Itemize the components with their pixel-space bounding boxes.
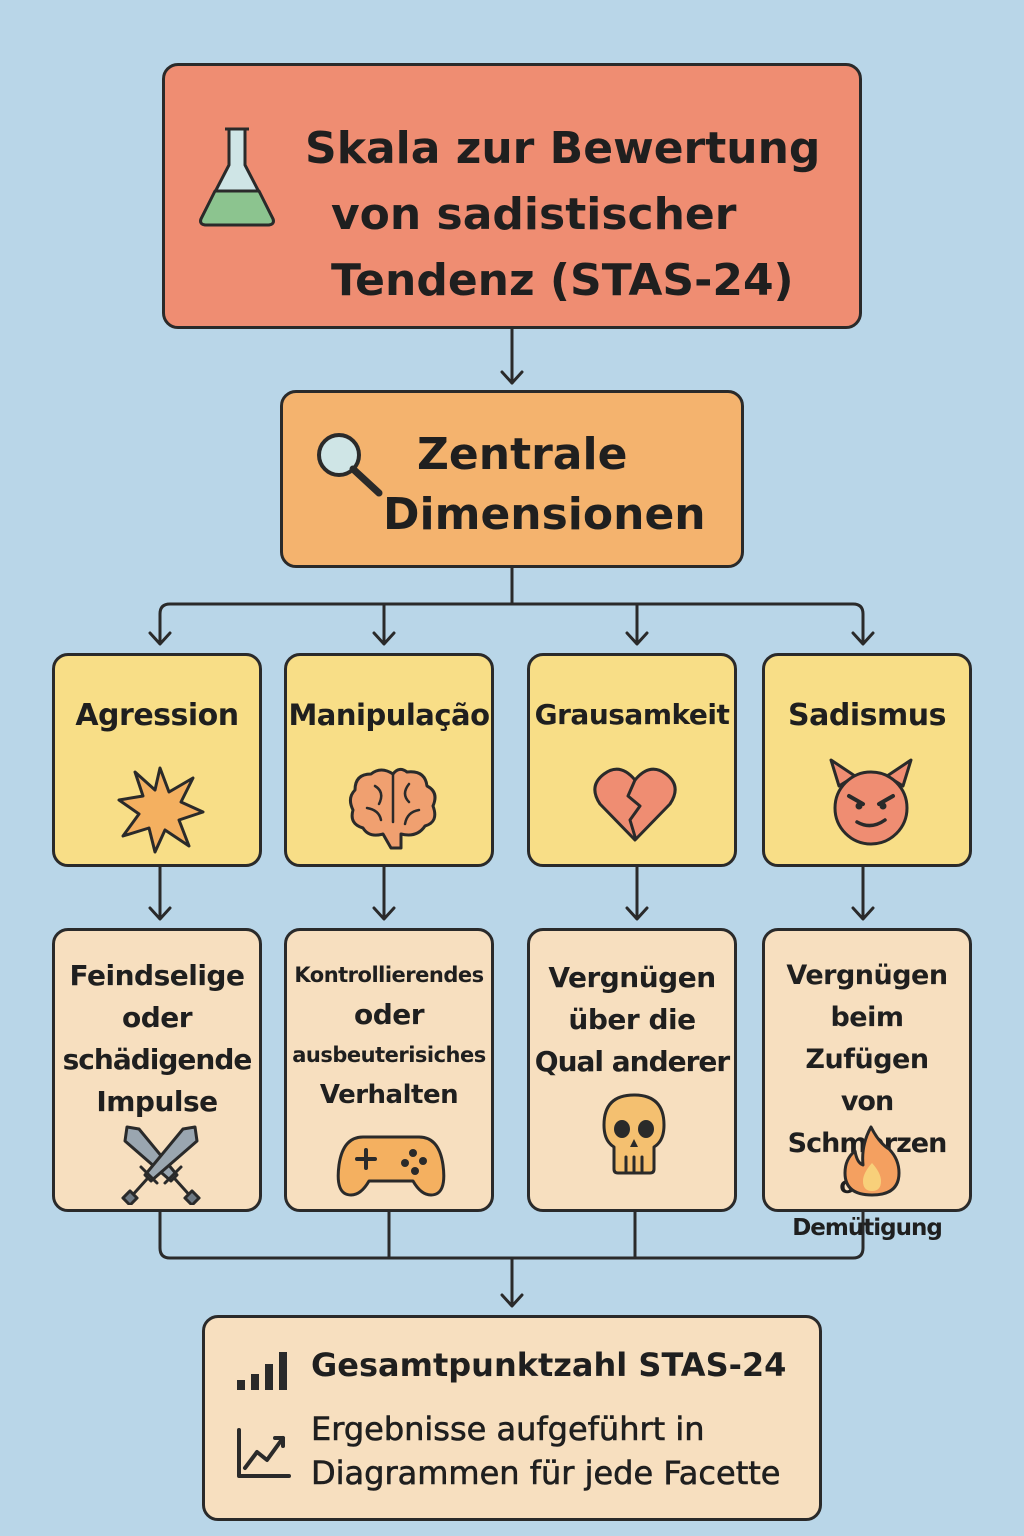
line-chart-icon <box>237 1428 291 1478</box>
description-line: Vergnügen <box>786 960 948 991</box>
summary-results-line-1: Ergebnisse aufgeführt in <box>311 1410 705 1449</box>
description-agression: Feindselige oder schädigende Impulse <box>52 928 262 1212</box>
description-text: Feindselige oder schädigende Impulse <box>55 955 259 1123</box>
devil-face-icon <box>829 758 913 846</box>
title-line-3: Tendenz (STAS-24) <box>331 255 794 306</box>
flame-icon <box>843 1125 901 1197</box>
starburst-icon <box>117 766 205 854</box>
brain-icon <box>348 767 437 850</box>
title-line-2: von sadistischer <box>331 189 737 240</box>
description-line: Impulse <box>96 1085 218 1118</box>
description-line: Verhalten <box>319 1080 459 1110</box>
description-sadismus: Vergnügen beim Zufügen von Schmerzen ode… <box>762 928 972 1241</box>
bar-chart-icon <box>237 1352 287 1390</box>
description-line: oder <box>121 1001 193 1034</box>
category-label: Sadismus <box>788 698 946 733</box>
summary-results-line-2: Diagrammen für jede Facette <box>311 1454 781 1493</box>
dimensions-line-2: Dimensionen <box>383 489 706 540</box>
magnifier-icon <box>317 433 383 497</box>
category-label: Manipulação <box>288 698 490 732</box>
description-text: Vergnügen über die Qual anderer <box>530 957 734 1083</box>
skull-icon <box>602 1093 666 1175</box>
title-line-1: Skala zur Bewertung <box>305 123 821 174</box>
description-line: Vergnügen <box>548 961 716 994</box>
description-line: schädigende <box>62 1043 253 1076</box>
description-text: Vergnügen beim Zufügen von Schmerzen ode… <box>765 955 969 1249</box>
description-line: Kontrollierendes <box>294 963 484 987</box>
description-grausamkeit: Vergnügen über die Qual anderer <box>527 928 737 1212</box>
category-sadismus: Sadismus <box>762 653 972 867</box>
category-grausamkeit: Grausamkeit <box>527 653 737 867</box>
gamepad-icon <box>336 1135 446 1197</box>
title-box: Skala zur Bewertung von sadistischer Ten… <box>162 63 862 329</box>
dimensions-line-1: Zentrale <box>417 429 628 480</box>
description-line: ausbeuterisiches <box>292 1043 486 1067</box>
broken-heart-icon <box>593 767 677 842</box>
summary-box: Gesamtpunktzahl STAS-24 Ergebnisse aufge… <box>202 1315 822 1521</box>
page-title: Skala zur Bewertung von sadistischer Ten… <box>305 116 835 314</box>
description-manipulacao: Kontrollierendes oder ausbeuterisiches V… <box>284 928 494 1212</box>
crossed-swords-icon <box>121 1125 201 1205</box>
dimensions-box: Zentrale Dimensionen <box>280 390 744 568</box>
category-label: Agression <box>75 698 239 733</box>
description-line: beim Zufügen <box>805 1002 929 1075</box>
description-line: oder <box>353 998 425 1031</box>
description-text: Kontrollierendes oder ausbeuterisiches V… <box>287 955 491 1115</box>
description-line: Feindselige <box>69 959 245 992</box>
category-agression: Agression <box>52 653 262 867</box>
summary-total: Gesamtpunktzahl STAS-24 <box>311 1346 787 1384</box>
description-line: Qual anderer <box>534 1045 730 1078</box>
flask-icon <box>199 127 275 227</box>
category-label: Grausamkeit <box>534 698 730 731</box>
description-line: über die <box>568 1003 696 1036</box>
category-manipulacao: Manipulação <box>284 653 494 867</box>
dimensions-title: Zentrale Dimensionen <box>383 425 723 545</box>
